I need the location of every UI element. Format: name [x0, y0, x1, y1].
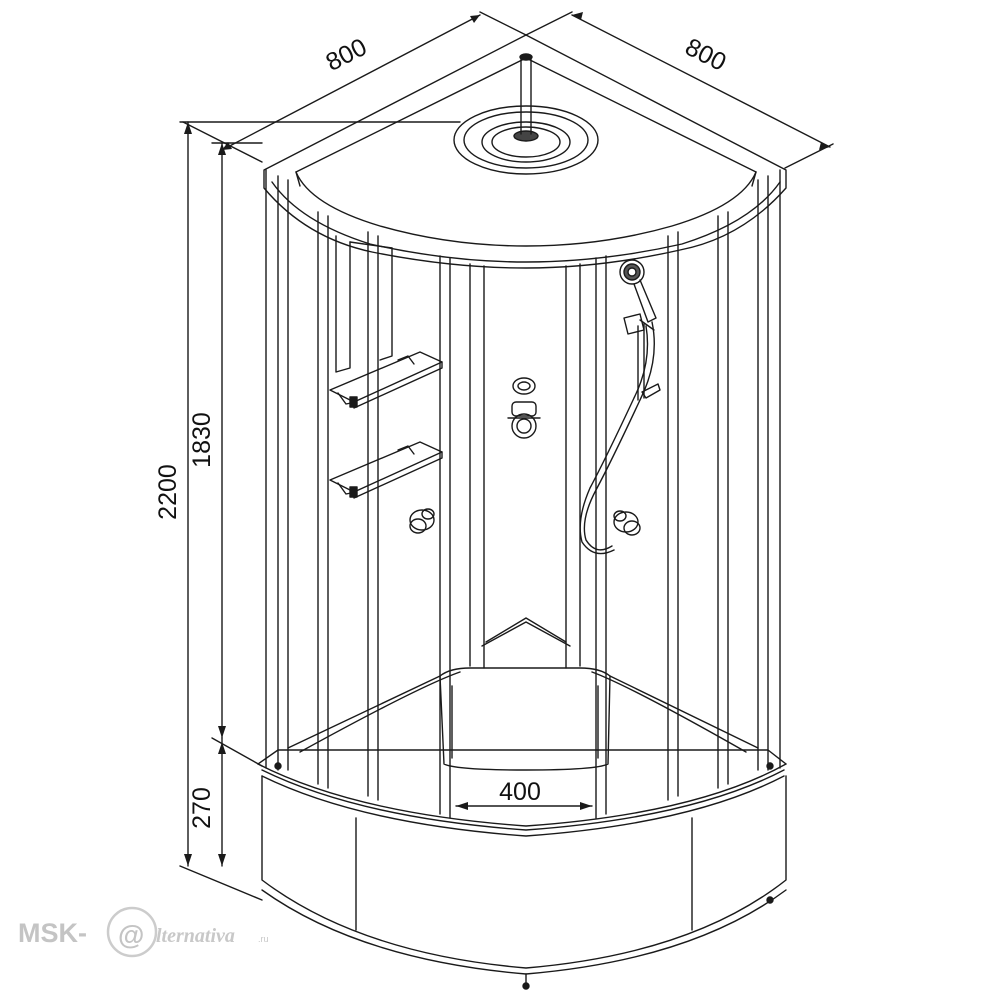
mixer-control — [507, 401, 541, 439]
dimension-cabin-height: 1830 — [188, 412, 216, 468]
back-walls — [335, 235, 581, 669]
hand-shower-head-icon — [619, 259, 657, 323]
watermark-at-circle — [106, 906, 158, 958]
watermark-at-symbol: @ — [118, 920, 144, 950]
dimension-lines — [179, 11, 834, 901]
watermark-domain: .ru — [258, 934, 269, 944]
dimension-tray-inner-width: 400 — [499, 778, 541, 806]
shelf-lower — [329, 441, 443, 499]
massage-jet-left — [409, 508, 435, 534]
dimension-tray-height: 270 — [188, 787, 216, 829]
dimension-total-height: 2200 — [154, 464, 182, 520]
dimension-top-right: 800 — [681, 33, 731, 77]
frame-verticals — [265, 169, 781, 819]
shelf-upper — [329, 351, 443, 409]
massage-jet-right — [613, 510, 641, 536]
dimension-top-left: 800 — [321, 33, 371, 77]
soap-holder — [641, 383, 661, 399]
watermark-prefix: MSK- — [18, 918, 87, 948]
shower-hose — [579, 321, 655, 555]
watermark: MSK- @ lternativa .ru — [18, 906, 269, 958]
cabin-roof — [263, 34, 787, 269]
massage-jet-top — [512, 377, 536, 395]
shower-tray — [257, 667, 787, 990]
watermark-suffix: lternativa — [156, 925, 235, 947]
